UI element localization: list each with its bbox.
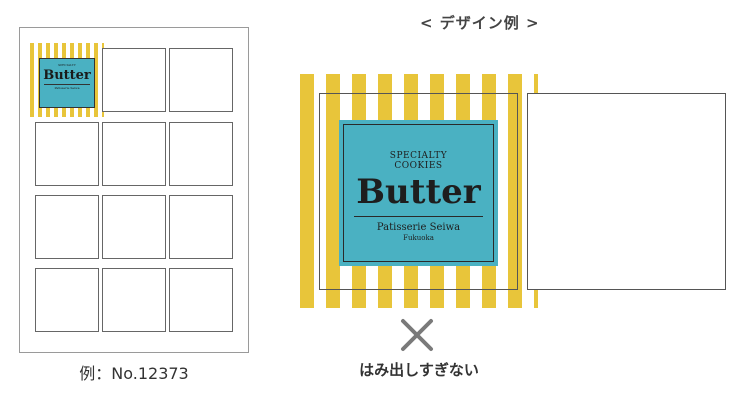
- label-cell: [169, 122, 233, 186]
- label-line1: SPECIALTY: [389, 151, 448, 161]
- label-cell: [102, 268, 166, 332]
- label-cell: [169, 48, 233, 112]
- label-city: Fukuoka: [403, 234, 434, 242]
- label-cell: [35, 122, 99, 186]
- label-cell: [35, 268, 99, 332]
- design-example-title: < デザイン例 >: [420, 14, 540, 32]
- label-inner-border: SPECIALTY COOKIES Butter Patisserie Seiw…: [343, 124, 494, 262]
- label-cell: [169, 195, 233, 259]
- mini-label-line1: SPECIALTY: [58, 63, 76, 67]
- cross-icon: [401, 319, 433, 351]
- label-cell: [102, 195, 166, 259]
- mini-butter-label: SPECIALTY Butter Patisserie Seiwa: [39, 58, 95, 108]
- label-cell: [169, 268, 233, 332]
- label-cell: [102, 48, 166, 112]
- warning-caption: はみ出しすぎない: [359, 361, 479, 379]
- example-number-caption: 例：No.12373: [79, 364, 189, 383]
- adjacent-label-frame: [527, 93, 726, 290]
- label-cell: [102, 122, 166, 186]
- label-cell: [35, 195, 99, 259]
- mini-label-shop: Patisserie Seiwa: [44, 84, 90, 90]
- label-frame-outline: [319, 93, 518, 290]
- label-shop: Patisserie Seiwa: [376, 222, 461, 233]
- label-divider: [354, 216, 483, 217]
- label-brand: Butter: [356, 172, 481, 212]
- mini-label-brand: Butter: [43, 68, 91, 83]
- butter-label: SPECIALTY COOKIES Butter Patisserie Seiw…: [339, 120, 498, 266]
- label-line2: COOKIES: [394, 161, 443, 171]
